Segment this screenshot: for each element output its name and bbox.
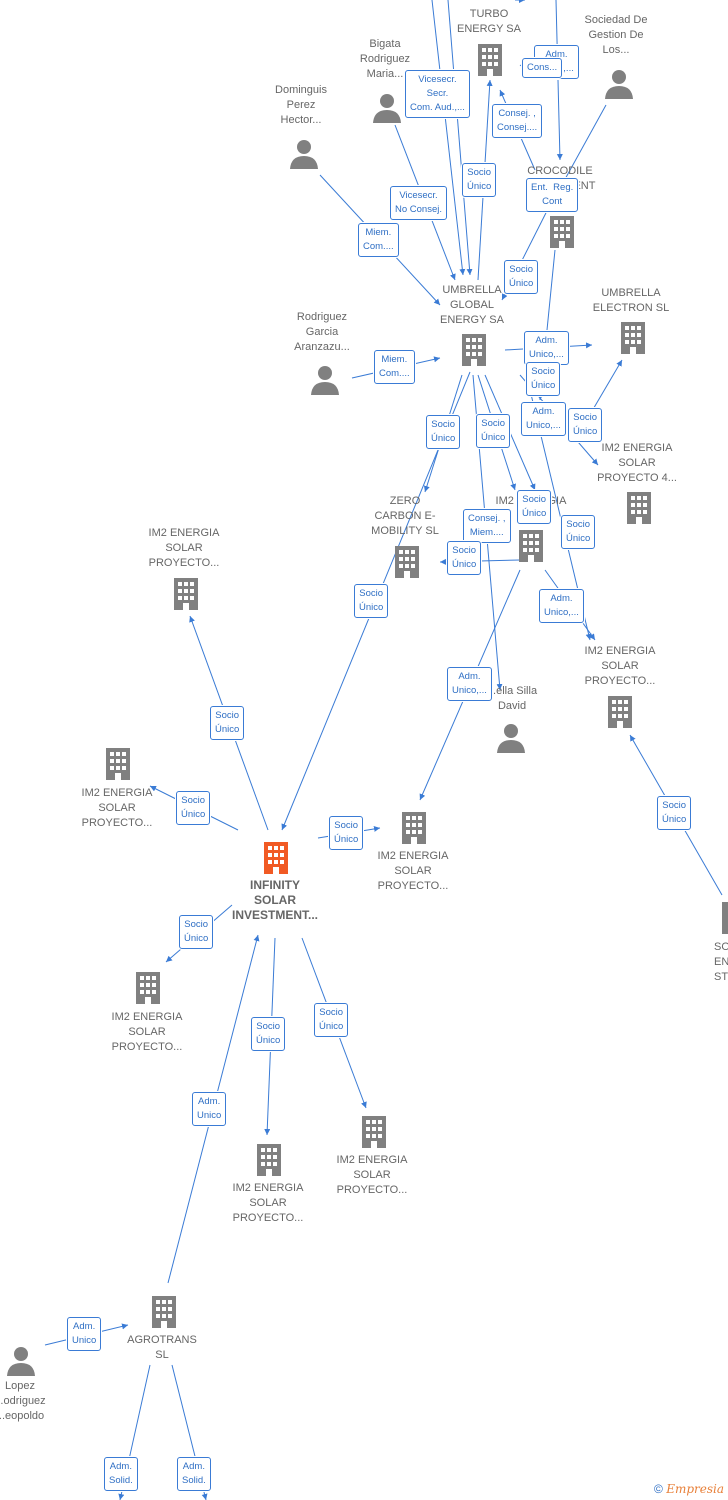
company-icon[interactable] <box>170 576 202 617</box>
company-icon[interactable] <box>617 320 649 361</box>
company-icon[interactable] <box>358 1114 390 1155</box>
relationship-badge[interactable]: Miem.Com.... <box>374 350 415 384</box>
company-icon[interactable] <box>623 490 655 531</box>
relationship-badge[interactable]: Vicesecr.Secr.Com. Aud.,... <box>405 70 470 118</box>
person-icon[interactable] <box>310 364 340 401</box>
relationship-badge[interactable]: Adm.Solid. <box>177 1457 211 1491</box>
person-icon[interactable] <box>6 1345 36 1382</box>
relationship-badge[interactable]: Adm.Unico,... <box>521 402 566 436</box>
person-icon[interactable] <box>289 138 319 175</box>
relationship-badge[interactable]: Adm.Unico,... <box>447 667 492 701</box>
company-icon[interactable] <box>604 694 636 735</box>
company-icon[interactable] <box>148 1294 180 1335</box>
company-icon[interactable] <box>718 900 728 941</box>
footer-credit[interactable]: © Empresia <box>654 1482 724 1496</box>
person-icon[interactable] <box>604 68 634 105</box>
company-icon[interactable] <box>546 214 578 255</box>
relationship-badge[interactable]: Adm.Solid. <box>104 1457 138 1491</box>
relationship-badge[interactable]: Consej. ,Consej.... <box>492 104 543 138</box>
company-icon[interactable] <box>458 332 490 373</box>
company-icon[interactable] <box>132 970 164 1011</box>
relationship-badge[interactable]: Adm.Unico,... <box>524 331 569 365</box>
relationship-badge[interactable]: Miem.Com.... <box>358 223 399 257</box>
person-icon[interactable] <box>496 722 526 759</box>
company-icon[interactable] <box>398 810 430 851</box>
company-icon[interactable] <box>391 544 423 585</box>
focus-company-icon[interactable] <box>260 840 292 881</box>
company-icon[interactable] <box>253 1142 285 1183</box>
company-icon[interactable] <box>474 42 506 83</box>
node-label-sol-edge[interactable]: SO...EN...STO... <box>714 941 728 983</box>
relationship-badge[interactable]: Adm.Unico,... <box>539 589 584 623</box>
person-icon[interactable] <box>372 92 402 129</box>
relationship-badge[interactable]: Adm.Unico <box>192 1092 227 1126</box>
company-icon[interactable] <box>102 746 134 787</box>
relationship-badge[interactable]: Adm.Unico <box>67 1317 102 1351</box>
node-label-lopez[interactable]: Lopez...odriguez...eopoldo <box>0 1380 46 1422</box>
company-icon[interactable] <box>515 528 547 569</box>
relationship-badge[interactable]: Vicesecr.No Consej. <box>390 186 447 220</box>
copyright-symbol: © <box>654 1482 663 1496</box>
relationship-badge[interactable]: Consej. ,Miem.... <box>463 509 511 543</box>
relationship-badge[interactable]: Cons... <box>522 58 563 78</box>
relationship-badge[interactable]: Ent. Reg.Cont <box>526 178 579 212</box>
brand-name: Empresia <box>666 1482 724 1496</box>
